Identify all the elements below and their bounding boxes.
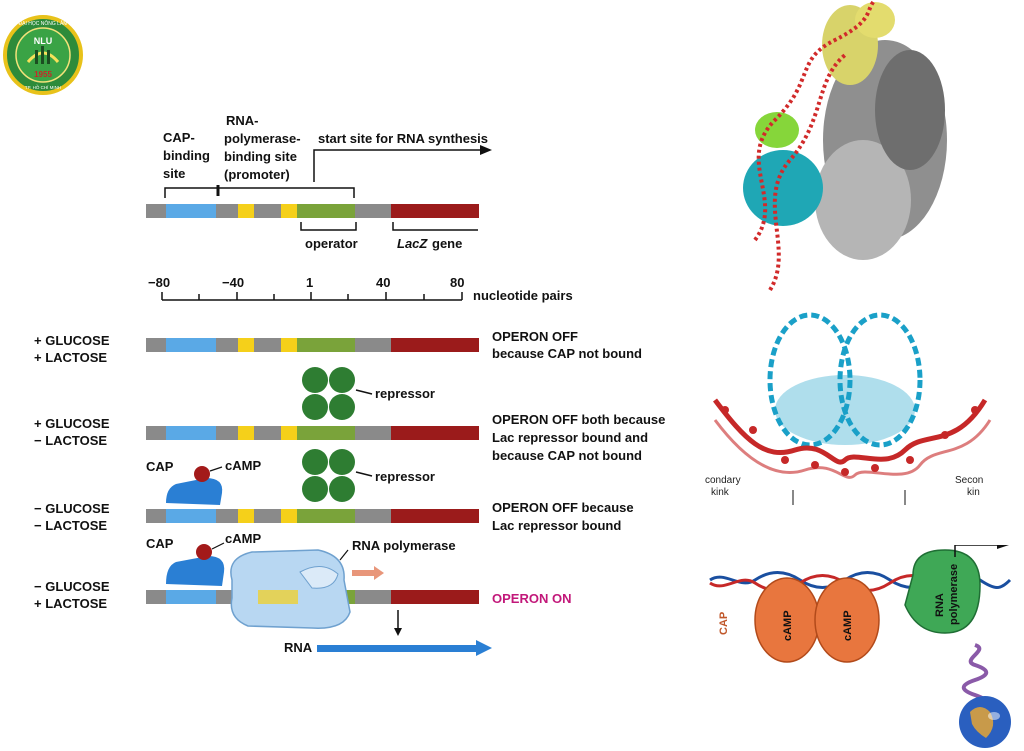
cap-camp-row4 [166,542,225,586]
rna-transcript-bar [317,645,477,652]
kink-right-2: kin [967,487,980,498]
cap-site-label-1: CAP- [163,130,195,145]
cap-label-row4: CAP [146,536,174,551]
globe-dna-icon [959,643,1011,748]
rnap-site-label-3: binding site [224,149,297,164]
cartoon-rnap-label-2: polymerase [948,564,960,625]
cartoon-camp-label-2: cAMP [842,610,854,641]
cap-label-row3: CAP [146,459,174,474]
dna-bar-row2 [146,426,479,440]
rna-transcript-arrowhead [476,640,492,656]
university-logo: NLU 1955 ĐẠI HỌC NÔNG LÂM TP. HỒ CHÍ MIN… [3,15,83,95]
cap-rnap-structure-image [743,0,947,292]
repressor-row2 [302,367,373,420]
rnap-site-label-1: RNA- [226,113,259,128]
scale-ruler [161,292,463,301]
row4-result-1: OPERON ON [492,591,571,606]
row3-result-2: Lac repressor bound [492,518,621,533]
promoter-bracket [218,187,355,198]
start-site-arrowhead [480,145,492,155]
row1-cond1: + GLUCOSE [34,333,110,348]
gene-label: gene [432,236,462,251]
row1-result-1: OPERON OFF [492,329,578,344]
cap-bracket [164,187,218,198]
kink-right-1: Secon [955,475,983,486]
tick-label-m80: −80 [148,275,170,290]
transcription-down-arrowhead [394,628,402,636]
logo-year: 1955 [34,70,52,79]
tick-label-1: 1 [306,275,313,290]
logo-mid: NLU [34,36,53,46]
row1-result-2: because CAP not bound [492,346,642,361]
cartoon-camp-label-1: cAMP [782,610,794,641]
polymerase-direction-arrow [352,566,384,580]
rna-polymerase-label: RNA polymerase [352,538,456,553]
dna-bar-row3 [146,509,479,523]
rnap-site-label-2: polymerase- [224,131,301,146]
operator-bracket [300,222,357,231]
scale-unit-label: nucleotide pairs [473,288,573,303]
row2-result-3: because CAP not bound [492,448,642,463]
row3-cond2: − LACTOSE [34,518,107,533]
cartoon-rnap-label-1: RNA [934,593,946,617]
dna-bar-row1 [146,338,479,352]
tick-label-80: 80 [450,275,464,290]
repressor-row3 [302,449,373,502]
row2-result-2: Lac repressor bound and [492,430,648,445]
row2-cond1: + GLUCOSE [34,416,110,431]
repressor-label-row2: repressor [375,386,435,401]
logo-bottom: TP. HỒ CHÍ MINH [25,84,61,90]
cap-site-label-2: binding [163,148,210,163]
camp-label-row3: cAMP [225,458,261,473]
repressor-label-row3: repressor [375,469,435,484]
rna-label: RNA [284,640,313,655]
cap-site-label-3: site [163,166,185,181]
row1-cond2: + LACTOSE [34,350,107,365]
tick-label-40: 40 [376,275,390,290]
logo-top: ĐẠI HỌC NÔNG LÂM [19,20,68,27]
cap-camp-row3 [166,466,223,505]
row2-cond2: − LACTOSE [34,433,107,448]
rnap-site-label-4: (promoter) [224,167,290,182]
row4-cond2: + LACTOSE [34,596,107,611]
kink-left-1: condary [705,475,741,486]
rna-polymerase-shape [230,549,351,629]
lac-operon-diagram: CAP- binding site RNA- polymerase- bindi… [34,113,665,656]
cap-rnap-cartoon: CAP cAMP cAMP RNA polymerase [709,545,1012,663]
lacz-label: LacZ [397,236,428,251]
row3-cond1: − GLUCOSE [34,501,110,516]
kink-left-2: kink [711,487,730,498]
row2-result-1: OPERON OFF both because [492,412,665,427]
tick-label-m40: −40 [222,275,244,290]
cap-dna-ribbon-image: condary kink Secon kin [705,312,992,505]
start-site-label: start site for RNA synthesis [318,131,488,146]
camp-label-row4: cAMP [225,531,261,546]
cartoon-cap-label: CAP [718,612,730,635]
start-site-arrow-line [313,149,480,182]
dna-bar-top [146,204,479,218]
row4-cond1: − GLUCOSE [34,579,110,594]
row3-result-1: OPERON OFF because [492,500,634,515]
operator-label: operator [305,236,358,251]
lacz-bracket [392,222,478,231]
